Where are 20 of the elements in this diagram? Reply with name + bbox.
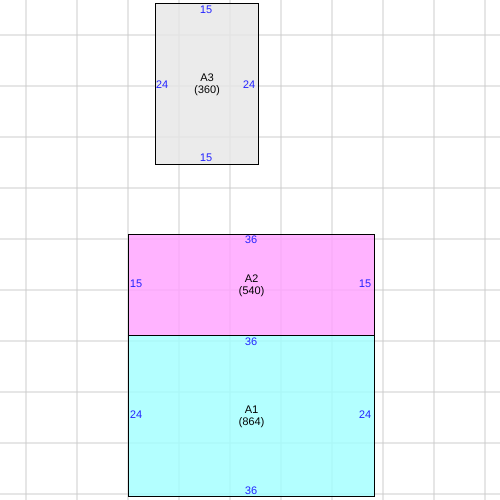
- area-value: (360): [194, 84, 220, 96]
- dimension-label: 15: [130, 278, 142, 290]
- dimension-label: 24: [130, 409, 142, 421]
- area-name: A2: [244, 273, 258, 285]
- area-rectangle: [155, 3, 259, 165]
- dimension-label: 24: [358, 409, 372, 421]
- area-rectangle: [128, 234, 375, 336]
- area-name: A3: [200, 72, 214, 84]
- area-rectangle: [128, 335, 375, 497]
- dimension-label: 15: [200, 4, 212, 16]
- dimension-label: 24: [242, 79, 256, 91]
- dimension-label: 36: [244, 485, 258, 497]
- dimension-label: 15: [200, 152, 212, 164]
- area-name: A1: [244, 404, 258, 416]
- dimension-label: 15: [358, 278, 372, 290]
- area-value: (540): [238, 285, 264, 297]
- dimension-label: 36: [244, 234, 258, 246]
- dimension-label: 36: [244, 336, 258, 348]
- dimension-label: 24: [156, 79, 168, 91]
- area-value: (864): [238, 416, 264, 428]
